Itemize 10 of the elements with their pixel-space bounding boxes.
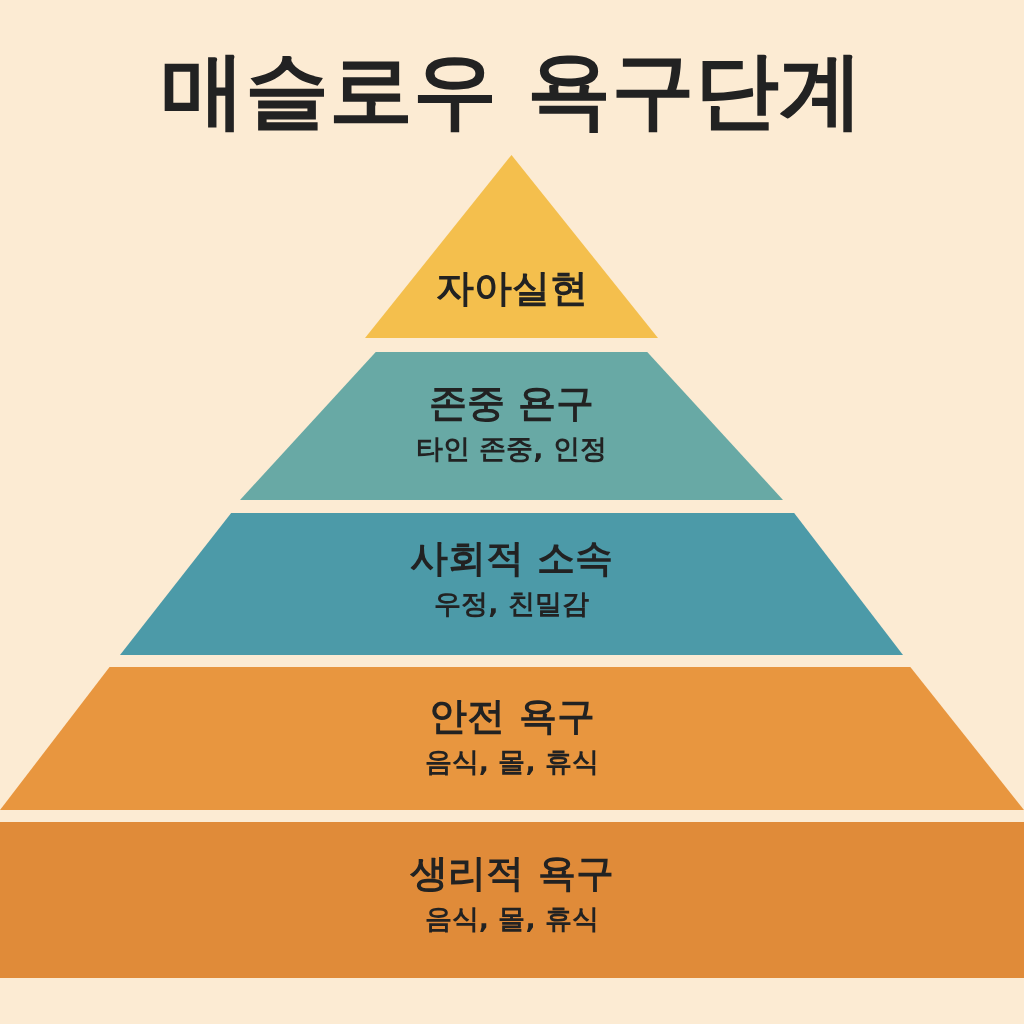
tier-heading: 사회적 소속 [409,535,614,582]
tier-heading: 존중 욘구 [428,380,595,427]
tier-description: 우정, 친밀감 [434,586,589,621]
tier-heading: 생리적 욕구 [410,850,614,897]
title: 매슬로우 욕구단계 [160,48,864,132]
tier-description: 음식, 몰, 휴식 [424,901,600,936]
tier-description: 타인 존중, 인정 [415,431,608,466]
tier-description: 음식, 몰, 휴식 [424,744,600,779]
tier-heading: 자아실현 [435,265,588,312]
tier-heading: 안전 욕구 [429,693,595,740]
